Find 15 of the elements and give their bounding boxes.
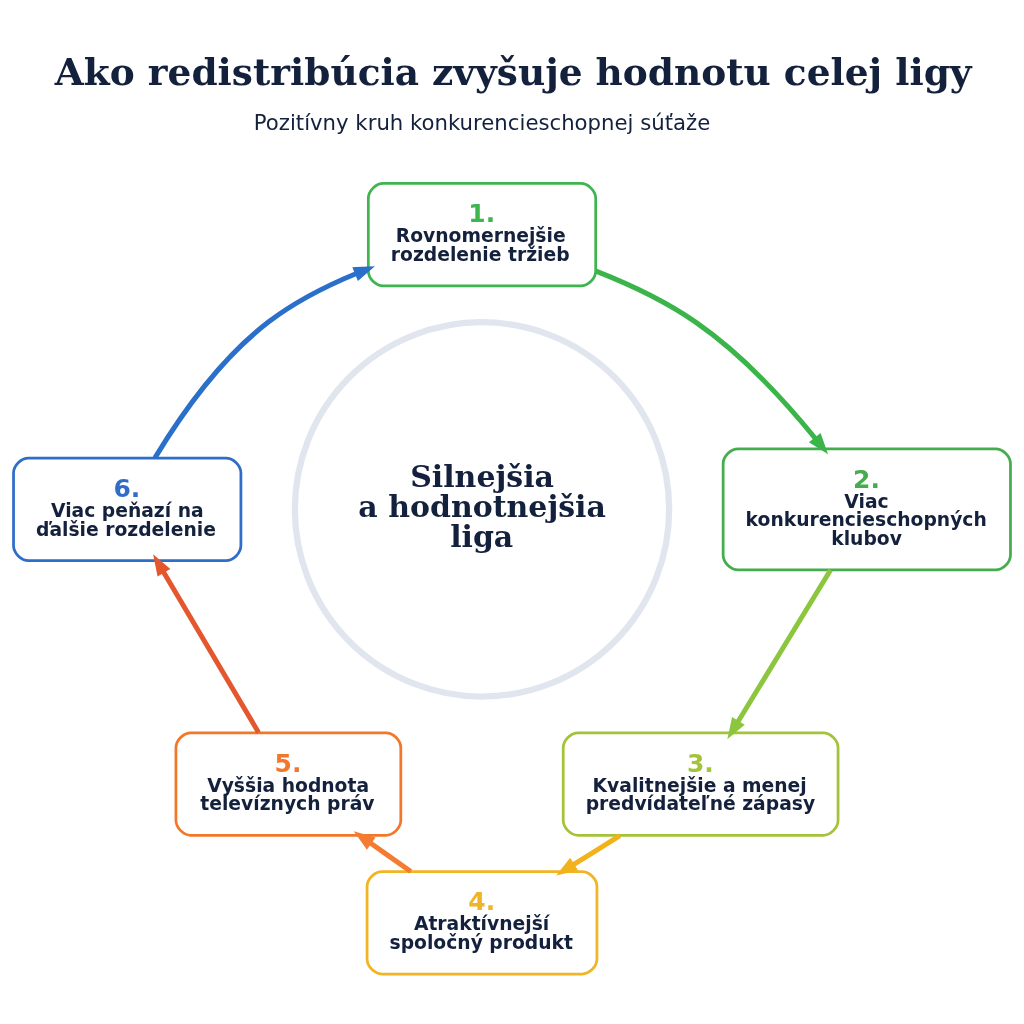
arrow xyxy=(556,833,622,875)
node-box: 5. Vyššia hodnota televíznych práv xyxy=(174,731,403,837)
arrow xyxy=(153,553,261,734)
arrow xyxy=(727,568,833,739)
node-box: 6. Viac peňazí na ďalšie rozdelenie xyxy=(12,456,243,562)
label: Pozitívny kruh konkurencieschopnej súťaže xyxy=(253,109,711,135)
node-box: 3. Kvalitnejšie a menej predvídateľné zápasy xyxy=(561,731,840,837)
node-box: 4. Atraktívnejší spoločný produkt xyxy=(365,869,599,975)
arrow xyxy=(152,265,375,459)
arrow xyxy=(353,830,413,873)
arrow xyxy=(595,268,829,454)
node-box: 2. Viac konkurencieschopných klubov xyxy=(721,446,1012,571)
diagram-title: Ako redistribúcia zvyšuje hodnotu celej ligy xyxy=(54,49,972,94)
node-box: 1. Rovnomernejšie rozdelenie tržieb xyxy=(366,181,598,287)
node-circle: Silnejšia a hodnotnejšia liga xyxy=(291,318,673,700)
